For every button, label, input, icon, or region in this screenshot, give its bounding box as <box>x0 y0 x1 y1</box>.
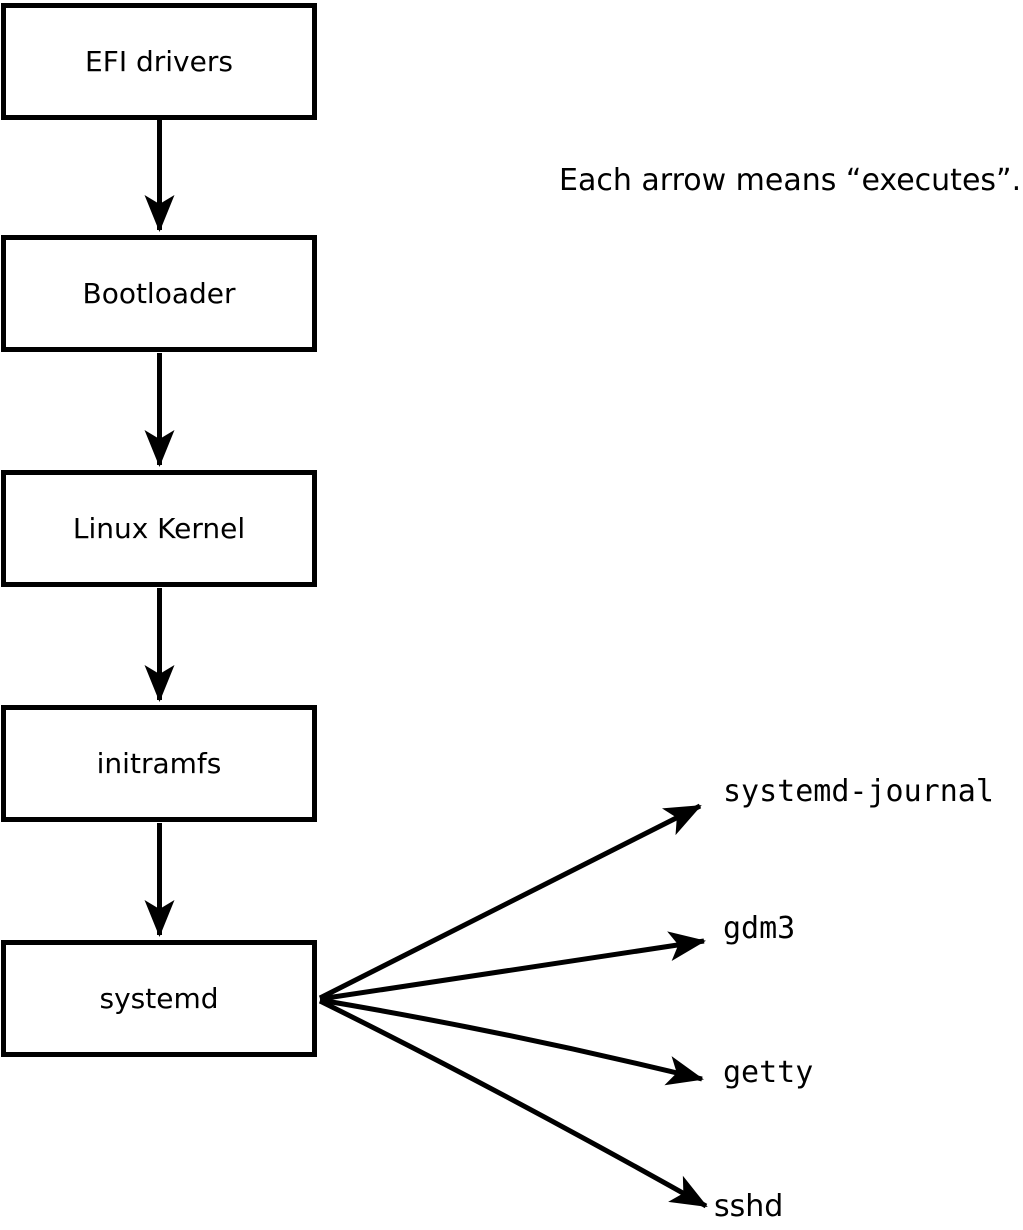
arrow-systemd-to-getty-icon <box>319 997 704 1086</box>
node-linux-kernel: Linux Kernel <box>1 470 317 587</box>
arrow-meaning-annotation: Each arrow means “executes”. <box>559 163 1022 198</box>
arrow-systemd-to-sshd-icon <box>318 998 708 1209</box>
service-label-systemd-journal: systemd-journal <box>723 774 994 809</box>
node-label-linux-kernel: Linux Kernel <box>72 511 246 545</box>
service-label-getty: getty <box>723 1055 814 1090</box>
node-systemd: systemd <box>1 940 317 1057</box>
node-efi-drivers: EFI drivers <box>1 3 317 120</box>
node-label-systemd: systemd <box>99 981 219 1015</box>
node-label-bootloader: Bootloader <box>82 276 236 310</box>
node-label-efi-drivers: EFI drivers <box>85 44 233 78</box>
node-bootloader: Bootloader <box>1 235 317 352</box>
node-initramfs: initramfs <box>1 705 317 822</box>
node-label-initramfs: initramfs <box>96 746 222 780</box>
arrow-systemd-to-gdm3-icon <box>319 931 706 1002</box>
service-label-sshd: sshd <box>714 1189 784 1224</box>
arrow-systemd-to-journal-icon <box>318 803 702 1001</box>
service-label-gdm3: gdm3 <box>723 911 796 946</box>
